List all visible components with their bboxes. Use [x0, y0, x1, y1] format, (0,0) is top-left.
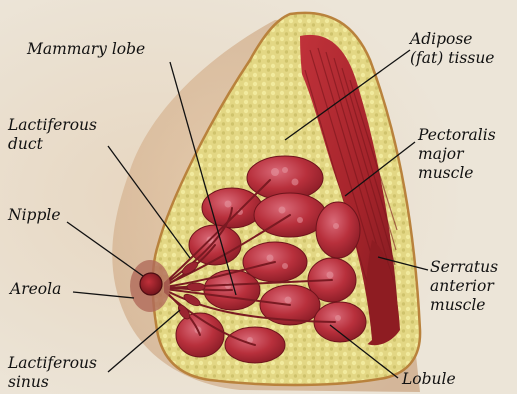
label-nipple: Nipple	[8, 206, 61, 225]
label-lactiferous-sinus-line2: sinus	[8, 373, 97, 392]
label-mammary-lobe-text: Mammary lobe	[27, 40, 145, 59]
label-lactiferous-duct: Lactiferous duct	[8, 116, 97, 154]
label-nipple-text: Nipple	[8, 206, 61, 225]
label-serratus-line1: Serratus	[430, 258, 498, 277]
label-lactiferous-sinus-line1: Lactiferous	[8, 354, 97, 373]
label-mammary-lobe: Mammary lobe	[27, 40, 145, 59]
label-adipose-line2: (fat) tissue	[410, 49, 494, 68]
label-pectoralis-line2: major	[418, 145, 496, 164]
label-serratus: Serratus anterior muscle	[430, 258, 498, 315]
label-lactiferous-duct-line2: duct	[8, 135, 97, 154]
label-lactiferous-duct-line1: Lactiferous	[8, 116, 97, 135]
label-adipose-line1: Adipose	[410, 30, 494, 49]
label-serratus-line2: anterior	[430, 277, 498, 296]
label-serratus-line3: muscle	[430, 296, 498, 315]
label-lobule: Lobule	[402, 370, 456, 389]
label-pectoralis: Pectoralis major muscle	[418, 126, 496, 183]
label-adipose: Adipose (fat) tissue	[410, 30, 494, 68]
label-areola: Areola	[10, 280, 61, 299]
nipple	[140, 273, 162, 295]
label-lobule-text: Lobule	[402, 370, 456, 389]
label-pectoralis-line3: muscle	[418, 164, 496, 183]
label-pectoralis-line1: Pectoralis	[418, 126, 496, 145]
label-lactiferous-sinus: Lactiferous sinus	[8, 354, 97, 392]
label-areola-text: Areola	[10, 280, 61, 299]
